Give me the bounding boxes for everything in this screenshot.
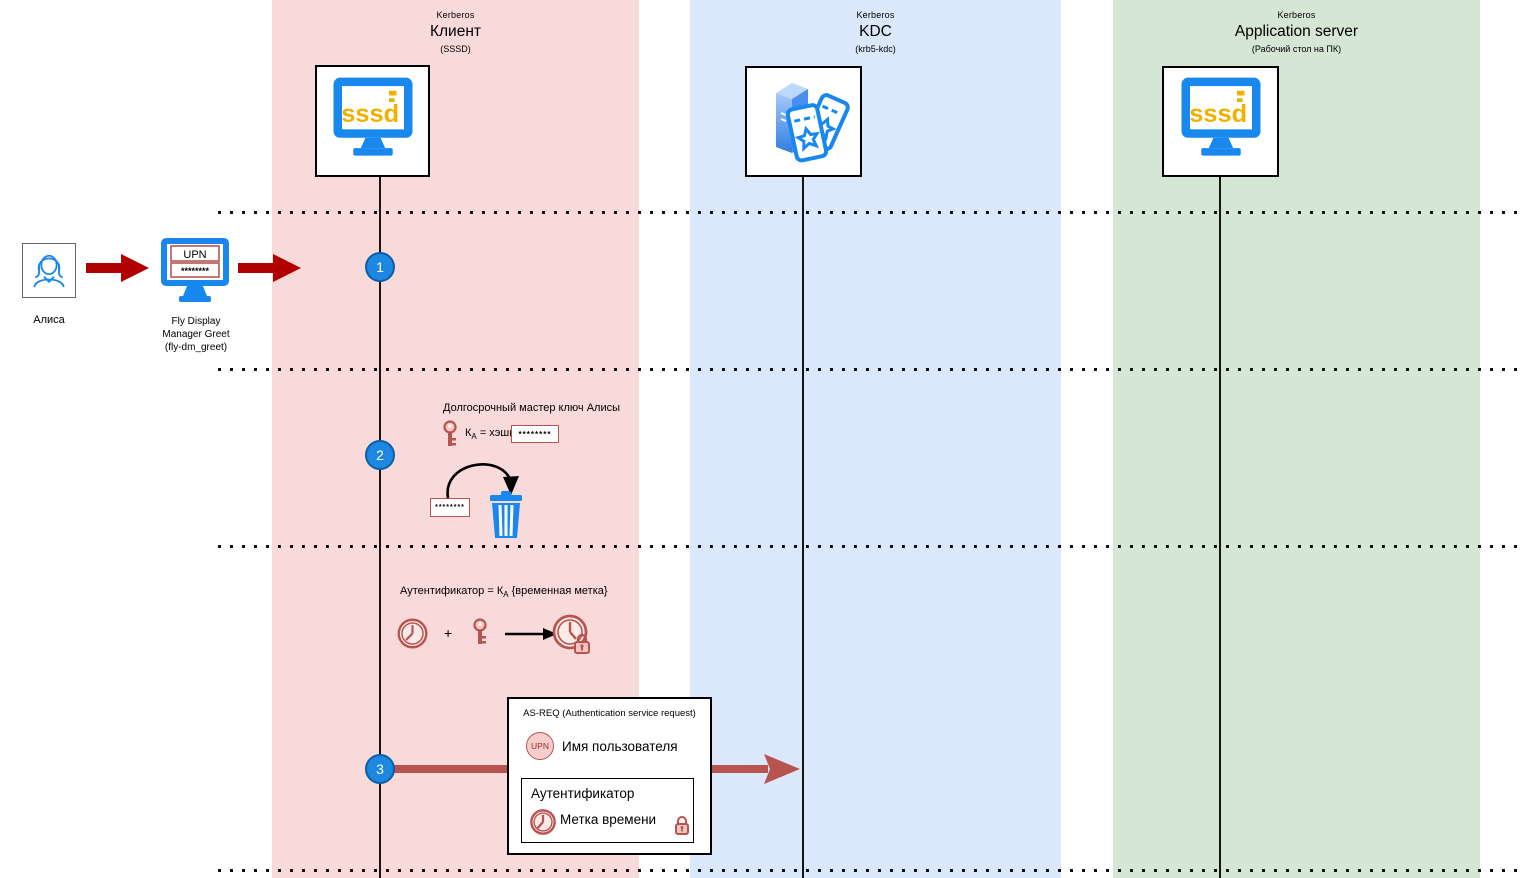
master-key-formula: КА = хэш( [465, 427, 513, 441]
appserver-lifeline [1219, 177, 1221, 878]
appserver-subtitle: (Рабочий стол на ПК) [1251, 44, 1342, 54]
step-1-badge: 1 [365, 252, 395, 282]
kdc-icon-box [745, 66, 862, 177]
lane-header-appserver: Kerberos Application server (Рабочий сто… [1113, 10, 1480, 54]
svg-text:UPN: UPN [183, 249, 206, 261]
lane-header-kdc: Kerberos KDC (krb5-kdc) [690, 10, 1061, 54]
key-symbol: К [465, 427, 472, 439]
display-manager-name-line2: Manager Greet [162, 329, 230, 340]
as-req-title: AS-REQ (Authentication service request) [523, 708, 696, 719]
svg-text:sssd: sssd [1189, 100, 1247, 128]
plus-sign: + [444, 625, 453, 641]
upn-badge: UPN [526, 732, 554, 760]
lane-header-client: Kerberos Клиент (SSSD) [272, 10, 639, 54]
encrypted-timestamp-icon [551, 613, 593, 660]
kdc-kerberos-label: Kerberos [856, 10, 895, 20]
kdc-subtitle: (krb5-kdc) [855, 44, 896, 54]
kdc-lifeline [802, 177, 804, 878]
login-arrow-2 [238, 252, 302, 289]
lock-icon [674, 815, 690, 840]
key-icon [470, 618, 490, 653]
equals-arrow-icon [505, 626, 557, 647]
sssd-monitor-icon: sssd [326, 72, 420, 171]
client-title: Клиент [429, 23, 481, 40]
discarded-password-box: ******** [430, 498, 470, 517]
appserver-title: Application server [1234, 23, 1359, 40]
phase-divider-2 [218, 368, 1522, 371]
sssd-monitor-icon: sssd [1174, 72, 1268, 171]
authenticator-box-title: Аутентификатор [531, 786, 635, 801]
svg-text:sssd: sssd [341, 99, 399, 127]
key-subscript: А [471, 432, 477, 442]
clock-icon [396, 617, 429, 655]
timestamp-label: Метка времени [560, 812, 657, 827]
display-manager-name-line3: (fly-dm_greet) [164, 342, 228, 353]
step-2-badge: 2 [365, 440, 395, 470]
login-arrow-1 [86, 252, 150, 289]
alice-avatar-box [22, 243, 76, 298]
display-manager-label: Fly Display Manager Greet (fly-dm_greet) [141, 315, 251, 354]
phase-divider-3 [218, 545, 1522, 548]
hash-function-text: = хэш( [476, 427, 513, 439]
client-subtitle: (SSSD) [440, 44, 471, 54]
person-icon [26, 244, 72, 297]
svg-text:********: ******** [181, 266, 210, 276]
display-manager-name-line1: Fly Display [171, 316, 221, 327]
password-value-box: ******** [511, 425, 559, 443]
alice-label: Алиса [33, 314, 65, 326]
display-manager-monitor-icon: UPN ******** [158, 236, 232, 311]
master-key-caption: Долгосрочный мастер ключ Алисы [443, 402, 621, 414]
kdc-title: KDC [859, 23, 892, 40]
authenticator-caption: Аутентификатор = КА {временная метка} [400, 585, 608, 599]
client-lifeline [379, 177, 381, 878]
authenticator-caption-subscript: А [503, 590, 509, 600]
client-icon-box: sssd [315, 65, 430, 177]
username-label: Имя пользователя [562, 739, 678, 754]
kdc-server-tickets-icon [754, 71, 854, 172]
phase-divider-4 [218, 869, 1522, 872]
key-icon [440, 420, 460, 455]
authenticator-caption-prefix: Аутентификатор = К [400, 585, 504, 597]
authenticator-caption-suffix: {временная метка} [508, 585, 608, 597]
trash-icon [489, 491, 523, 544]
appserver-kerberos-label: Kerberos [1277, 10, 1316, 20]
step-3-badge: 3 [365, 754, 395, 784]
as-req-message-box: AS-REQ (Authentication service request) … [507, 697, 712, 855]
clock-icon [529, 808, 557, 841]
client-kerberos-label: Kerberos [436, 10, 475, 20]
discard-curved-arrow-icon [434, 453, 529, 508]
authenticator-inner-box: Аутентификатор Метка времени [521, 778, 694, 843]
phase-divider-1 [218, 211, 1522, 214]
appserver-icon-box: sssd [1162, 66, 1279, 177]
